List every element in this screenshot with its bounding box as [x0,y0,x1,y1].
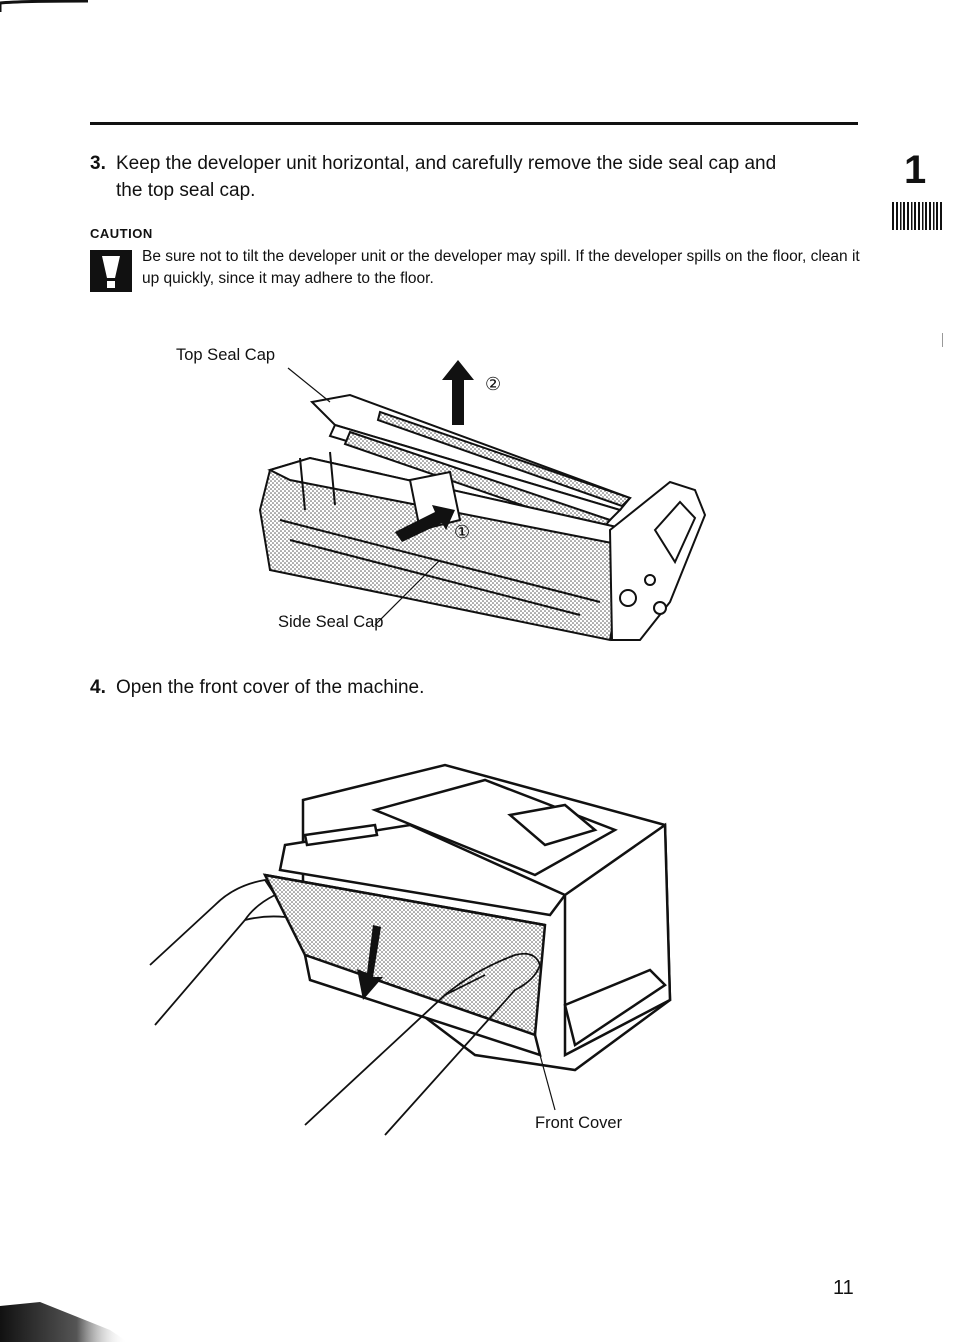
scan-smudge [0,1302,128,1342]
top-seal-cap-label: Top Seal Cap [176,346,276,364]
step-4: 4. Open the front cover of the machine. [90,674,790,701]
step-text-line2: the top seal cap. [116,180,256,201]
header-rule [90,122,858,125]
caution-text: Be sure not to tilt the developer unit o… [142,248,860,287]
front-cover-label: Front Cover [535,1114,623,1132]
step-number: 4. [90,677,106,698]
side-seal-cap-label: Side Seal Cap [278,613,384,631]
exclamation-icon [90,250,132,292]
marker-1: ① [454,522,471,542]
step-text-line1: Keep the developer unit horizontal, and … [116,153,777,174]
corner-crop-mark [0,0,89,12]
caution-title: CAUTION [90,226,153,241]
step-number: 3. [90,153,106,174]
margin-tick [942,333,943,347]
page-number: 11 [833,1277,854,1299]
developer-unit-illustration [258,360,707,642]
marker-2: ② [485,374,502,394]
step-text: Open the front cover of the machine. [116,677,425,698]
chapter-tab-bars [892,202,942,230]
step-3: 3. Keep the developer unit horizontal, an… [90,150,860,204]
machine-front-cover-illustration [149,763,672,1136]
chapter-number: 1 [904,148,927,192]
